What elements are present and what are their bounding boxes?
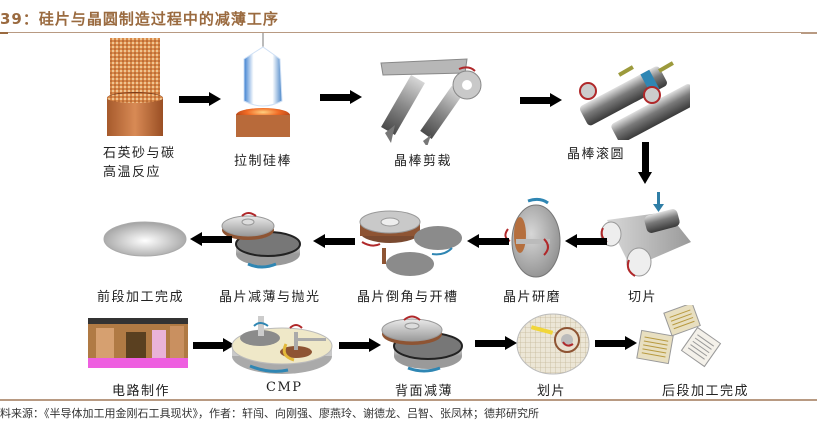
title-rule-accent-right [801,32,817,34]
arrow-right-icon [320,90,362,104]
arrow-right-icon [520,93,562,107]
step-dicing-label: 划片 [537,384,567,399]
arrow-right-icon [475,336,517,350]
back-grinding-illustration [381,315,463,373]
step-front-end-complete-label: 前段加工完成 [97,290,185,305]
wafer-slicing-illustration [600,192,691,277]
ingot-grinding-illustration [579,61,690,140]
step-back-grinding-label: 背面减薄 [395,384,454,399]
step-pull-ingot-label: 拉制硅棒 [234,154,293,169]
step-circuit-fab-label: 电路制作 [112,384,171,399]
source-note: 料来源：《半导体加工用金刚石工具现状》，作者：轩闯、向刚强、廖燕玲、谢德龙、吕智… [0,407,539,420]
step-edge-notch-label: 晶片倒角与开槽 [357,290,459,305]
title-rule-accent [0,32,8,34]
step-ingot-grinding-label: 晶棒滚圆 [567,147,626,162]
step-quartz-carbon-label-line2: 高温反应 [103,165,162,180]
dicing-illustration [516,313,590,375]
step-quartz-carbon-label-line1: 石英砂与碳 [103,146,176,161]
step-thinning-polishing-label: 晶片减薄与抛光 [219,290,321,305]
quartz-sand-crucible-illustration [107,38,163,136]
footer-rule [0,399,817,401]
ingot-pulling-illustration [236,33,290,137]
step-cmp-label: CMP [266,380,303,395]
circuit-fabrication-illustration [88,318,188,368]
wafer-thinning-polishing-illustration [221,212,301,269]
arrow-down-icon [638,142,652,184]
finished-chips-illustration [636,305,722,368]
arrow-left-icon [313,234,355,248]
figure-title: 39：硅片与晶圆制造过程中的减薄工序 [0,10,279,28]
wafer-edge-notch-illustration [359,210,462,276]
step-slicing-label: 切片 [628,290,658,305]
arrow-right-icon [339,338,381,352]
arrow-left-icon [565,234,607,248]
arrow-right-icon [179,92,221,106]
ingot-cropping-illustration [380,58,482,145]
arrow-right-icon [595,336,637,350]
step-ingot-cropping-label: 晶棒剪裁 [394,154,453,169]
arrow-left-icon [467,234,509,248]
step-lapping-label: 晶片研磨 [503,290,562,305]
finished-wafer-illustration [103,221,187,257]
wafer-lapping-illustration [504,197,561,278]
arrow-right-icon [193,338,235,352]
step-back-end-complete-label: 后段加工完成 [662,384,750,399]
title-rule [0,32,817,33]
cmp-illustration [231,316,333,374]
arrow-left-icon [190,232,232,246]
